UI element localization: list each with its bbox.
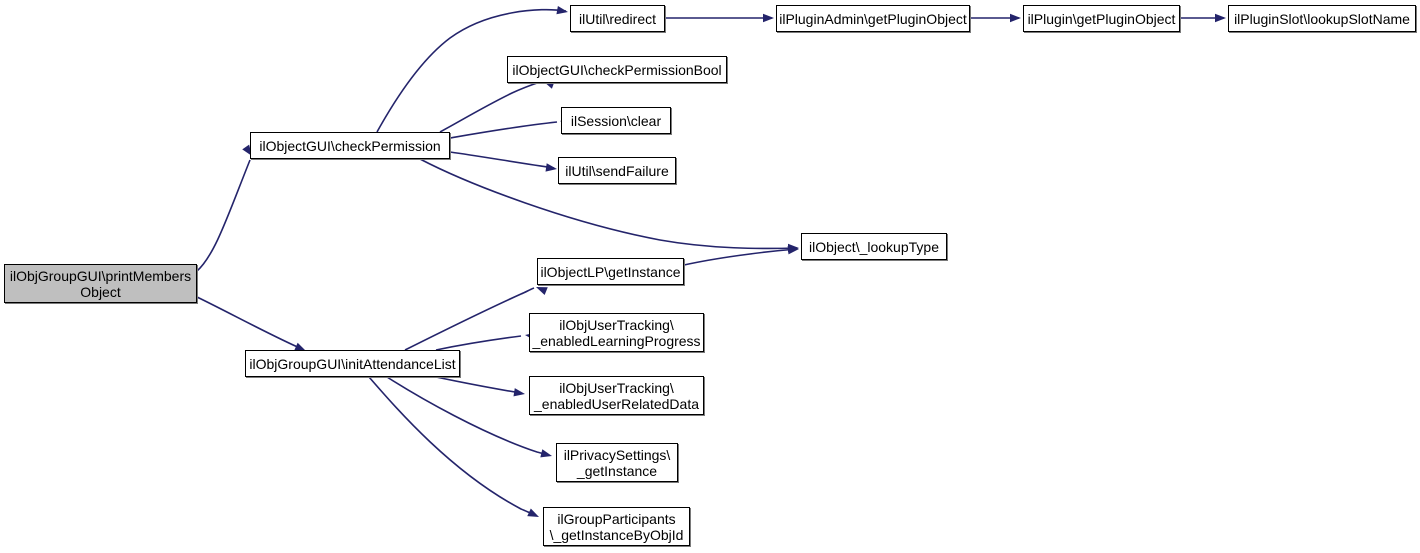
edge-arrowhead — [513, 388, 525, 397]
graph-node-label: ilUtil\sendFailure — [565, 162, 669, 179]
call-edge — [368, 376, 536, 516]
call-edge — [419, 158, 798, 250]
graph-node-label: ilPrivacySettings\ _getInstance — [563, 446, 671, 479]
graph-node-label: ilObject\_lookupType — [809, 238, 939, 255]
graph-node-label: ilGroupParticipants \_getInstanceByObjId — [549, 510, 684, 543]
graph-node-sendFailure[interactable]: ilUtil\sendFailure — [558, 157, 676, 184]
call-edge — [386, 376, 549, 456]
graph-node-lookupType[interactable]: ilObject\_lookupType — [801, 233, 947, 260]
call-edge — [449, 121, 558, 139]
edge-arrowhead — [294, 342, 306, 351]
call-edge — [404, 287, 535, 351]
call-edge — [435, 335, 522, 351]
edge-arrowhead — [540, 449, 552, 458]
graph-node-label: ilObjectGUI\checkPermission — [259, 137, 441, 154]
graph-node-checkPermissionBool[interactable]: ilObjectGUI\checkPermissionBool — [507, 56, 727, 83]
graph-node-pluginSlotLookupSlotName[interactable]: ilPluginSlot\lookupSlotName — [1228, 5, 1416, 32]
graph-node-label: ilObjGroupGUI\initAttendanceList — [249, 355, 456, 372]
call-edge — [683, 248, 798, 266]
graph-node-label: ilPlugin\getPluginObject — [1027, 10, 1176, 27]
call-edge — [449, 151, 555, 169]
graph-node-label: ilObjUserTracking\ _enabledLearningProgr… — [532, 316, 701, 349]
graph-node-enabledUserRelatedData[interactable]: ilObjUserTracking\ _enabledUserRelatedDa… — [529, 376, 704, 415]
graph-node-initAttendanceList[interactable]: ilObjGroupGUI\initAttendanceList — [245, 350, 460, 377]
graph-node-label: ilObjUserTracking\ _enabledUserRelatedDa… — [534, 379, 699, 412]
graph-node-label: ilSession\clear — [570, 112, 662, 129]
graph-node-enabledLearningProgress[interactable]: ilObjUserTracking\ _enabledLearningProgr… — [529, 313, 704, 352]
graph-node-privacySettings[interactable]: ilPrivacySettings\ _getInstance — [556, 443, 678, 482]
graph-node-label: ilObjectGUI\checkPermissionBool — [512, 61, 722, 78]
graph-node-redirect[interactable]: ilUtil\redirect — [570, 5, 665, 32]
edge-arrowhead — [1215, 13, 1226, 23]
graph-node-pluginAdminGetPluginObject[interactable]: ilPluginAdmin\getPluginObject — [776, 5, 970, 32]
edge-arrowhead — [1010, 13, 1021, 23]
graph-node-objectLPGetInstance[interactable]: ilObjectLP\getInstance — [537, 258, 684, 285]
graph-node-label: ilObjGroupGUI\printMembers Object — [9, 267, 192, 300]
edge-arrowhead — [787, 245, 799, 255]
edge-arrowhead — [763, 13, 774, 23]
edge-arrowhead — [527, 508, 539, 517]
graph-node-printMembersObject[interactable]: ilObjGroupGUI\printMembers Object — [4, 264, 197, 303]
graph-node-groupParticipants[interactable]: ilGroupParticipants \_getInstanceByObjId — [543, 507, 690, 546]
call-edge — [439, 81, 541, 133]
graph-node-label: ilPluginAdmin\getPluginObject — [779, 10, 967, 27]
graph-node-pluginGetPluginObject[interactable]: ilPlugin\getPluginObject — [1023, 5, 1180, 32]
edge-arrowhead — [545, 163, 557, 172]
graph-node-label: ilUtil\redirect — [578, 10, 656, 27]
call-edge — [196, 296, 303, 350]
call-edge — [196, 159, 251, 272]
call-edge — [376, 8, 567, 133]
graph-node-checkPermission[interactable]: ilObjectGUI\checkPermission — [250, 132, 450, 159]
call-edge — [435, 376, 522, 394]
edge-arrowhead — [536, 287, 548, 296]
graph-node-label: ilObjectLP\getInstance — [540, 263, 681, 280]
edge-arrowhead — [242, 144, 252, 156]
graph-node-sessionClear[interactable]: ilSession\clear — [561, 107, 671, 134]
edge-arrowhead — [556, 5, 568, 15]
graph-node-label: ilPluginSlot\lookupSlotName — [1234, 10, 1410, 27]
